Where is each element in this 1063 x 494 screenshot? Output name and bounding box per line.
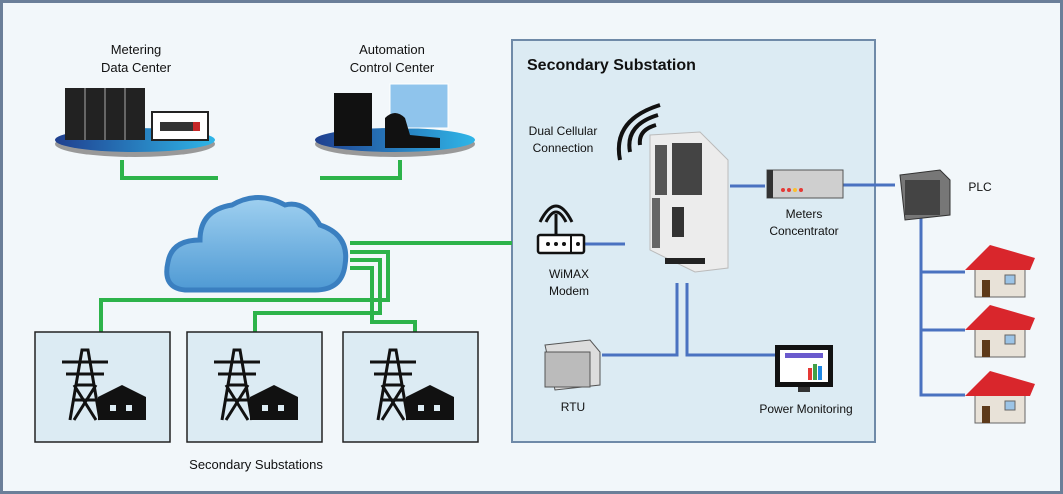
cellular-label-1: Dual Cellular xyxy=(528,124,598,138)
wimax-modem-icon xyxy=(536,204,586,255)
power-monitoring-icon xyxy=(775,345,833,392)
meters-label-1: Meters xyxy=(785,207,823,221)
meters-label-2: Concentrator xyxy=(769,224,839,238)
secondary-substations-label: Secondary Substations xyxy=(189,457,323,472)
industrial-router-icon xyxy=(649,131,729,273)
plc-label: PLC xyxy=(968,180,992,194)
automation-label-1: Automation xyxy=(359,42,425,57)
power-monitoring-label: Power Monitoring xyxy=(759,402,853,416)
cellular-label-2: Connection xyxy=(532,141,594,155)
wimax-label-1: WiMAX xyxy=(549,267,589,281)
meters-concentrator-icon xyxy=(766,169,844,199)
substation-2 xyxy=(185,330,324,444)
wan-links xyxy=(99,160,512,332)
cloud-icon xyxy=(164,195,349,293)
metering-label-2: Data Center xyxy=(100,60,172,75)
substation-1 xyxy=(34,331,171,443)
plc-icon xyxy=(899,169,951,221)
secondary-substations xyxy=(34,330,480,444)
substation-3 xyxy=(341,330,480,444)
rtu-icon xyxy=(544,339,601,391)
automation-label-2: Control Center xyxy=(349,60,435,75)
lan-links xyxy=(585,183,965,397)
metering-label-1: Metering xyxy=(110,42,162,57)
rtu-label: RTU xyxy=(560,400,586,414)
wimax-label-2: Modem xyxy=(548,284,590,298)
substation-title: Secondary Substation xyxy=(527,57,696,74)
metering-data-center-icon xyxy=(55,88,215,157)
automation-control-center-icon xyxy=(315,83,475,157)
cellular-signal-icon xyxy=(616,103,661,161)
house-icon-1 xyxy=(965,245,1035,298)
